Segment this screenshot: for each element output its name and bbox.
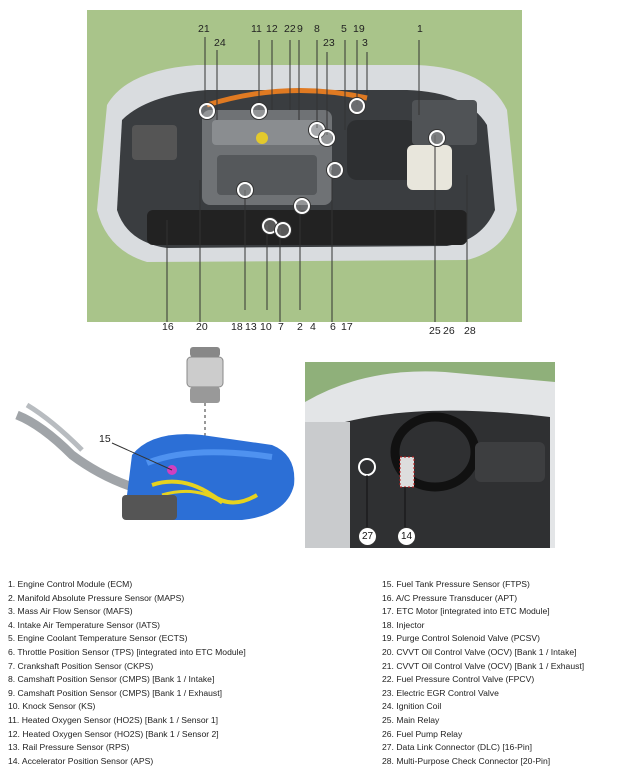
- engine-callout: 1: [417, 23, 423, 35]
- legend-item: 22. Fuel Pressure Control Valve (FPCV): [382, 674, 535, 685]
- legend-item: 12. Heated Oxygen Sensor (HO2S) [Bank 1 …: [8, 728, 219, 739]
- legend-item: 14. Accelerator Position Sensor (APS): [8, 755, 154, 766]
- engine-callout: 20: [196, 321, 208, 333]
- engine-callout: 5: [341, 23, 347, 35]
- legend-item: 2. Manifold Absolute Pressure Sensor (MA…: [8, 592, 185, 603]
- legend-right-column: 15. Fuel Tank Pressure Sensor (FTPS) 16.…: [382, 578, 614, 768]
- interior-drawing: [305, 362, 555, 548]
- fuel-tank-illustration: [12, 345, 302, 530]
- engine-callout-lines: [166, 37, 468, 322]
- legend-item: 28. Multi-Purpose Check Connector [20-Pi…: [382, 755, 551, 766]
- legend-item: 16. A/C Pressure Transducer (APT): [382, 592, 518, 603]
- engine-callout: 21: [198, 23, 210, 35]
- legend-item: 10. Knock Sensor (KS): [8, 701, 96, 712]
- engine-callout: 24: [214, 37, 226, 49]
- engine-callout: 10: [260, 321, 272, 333]
- legend-item: 15. Fuel Tank Pressure Sensor (FTPS): [382, 579, 530, 589]
- callout-marker: [251, 103, 267, 119]
- engine-callout: 16: [162, 321, 174, 333]
- engine-callout: 8: [314, 23, 320, 35]
- legend-item: 4. Intake Air Temperature Sensor (IATS): [8, 619, 161, 630]
- callout-marker: [199, 103, 215, 119]
- callout-marker: [327, 162, 343, 178]
- engine-callout: 9: [297, 23, 303, 35]
- legend-item: 13. Rail Pressure Sensor (RPS): [8, 742, 130, 753]
- engine-callout: 6: [330, 321, 336, 333]
- interior-callout: 27: [358, 527, 377, 546]
- fuel-callout: 15: [99, 433, 111, 445]
- legend-item: 19. Purge Control Solenoid Valve (PCSV): [382, 633, 540, 644]
- legend-item: 24. Ignition Coil: [382, 701, 442, 712]
- legend-item: 3. Mass Air Flow Sensor (MAFS): [8, 606, 133, 617]
- engine-callout: 4: [310, 321, 316, 333]
- engine-callout: 26: [443, 325, 455, 337]
- legend-item: 21. CVVT Oil Control Valve (OCV) [Bank 1…: [382, 660, 585, 671]
- engine-callout: 19: [353, 23, 365, 35]
- callout-marker: [294, 198, 310, 214]
- callout-marker: [237, 182, 253, 198]
- engine-bay-photo: [87, 10, 522, 322]
- legend-item: 17. ETC Motor [integrated into ETC Modul…: [382, 606, 550, 617]
- legend-item: 9. Camshaft Position Sensor (CMPS) [Bank…: [8, 687, 222, 698]
- engine-callout: 17: [341, 321, 353, 333]
- engine-callout: 25: [429, 325, 441, 337]
- engine-callout: 18: [231, 321, 243, 333]
- callout-marker: [429, 130, 445, 146]
- engine-callout: 28: [464, 325, 476, 337]
- legend-left-column: 1. Engine Control Module (ECM) 2. Manifo…: [8, 578, 378, 768]
- legend-item: 27. Data Link Connector (DLC) [16-Pin]: [382, 742, 532, 753]
- engine-bay-illustration: [97, 65, 517, 262]
- legend-item: 5. Engine Coolant Temperature Sensor (EC…: [8, 633, 188, 644]
- engine-callout: 3: [362, 37, 368, 49]
- callout-marker: [275, 222, 291, 238]
- legend-item: 11. Heated Oxygen Sensor (HO2S) [Bank 1 …: [8, 714, 219, 725]
- legend-item: 18. Injector: [382, 619, 425, 630]
- engine-callout: 2: [297, 321, 303, 333]
- legend-item: 6. Throttle Position Sensor (TPS) [integ…: [8, 646, 246, 657]
- legend-item: 7. Crankshaft Position Sensor (CKPS): [8, 660, 154, 671]
- interior-photo: 27 14: [305, 362, 555, 548]
- fuel-tank-drawing: [15, 347, 295, 520]
- legend-item: 1. Engine Control Module (ECM): [8, 579, 133, 589]
- legend-item: 25. Main Relay: [382, 714, 440, 725]
- legend-item: 20. CVVT Oil Control Valve (OCV) [Bank 1…: [382, 646, 577, 657]
- legend-item: 26. Fuel Pump Relay: [382, 728, 463, 739]
- engine-callout: 22: [284, 23, 296, 35]
- engine-callout: 12: [266, 23, 278, 35]
- legend-item: 8. Camshaft Position Sensor (CMPS) [Bank…: [8, 674, 215, 685]
- engine-callout: 23: [323, 37, 335, 49]
- callout-marker: [349, 98, 365, 114]
- callout-marker: [319, 130, 335, 146]
- interior-callout: 14: [397, 527, 416, 546]
- engine-callout: 13: [245, 321, 257, 333]
- engine-callout: 7: [278, 321, 284, 333]
- engine-callout: 11: [251, 23, 262, 35]
- legend-item: 23. Electric EGR Control Valve: [382, 687, 499, 698]
